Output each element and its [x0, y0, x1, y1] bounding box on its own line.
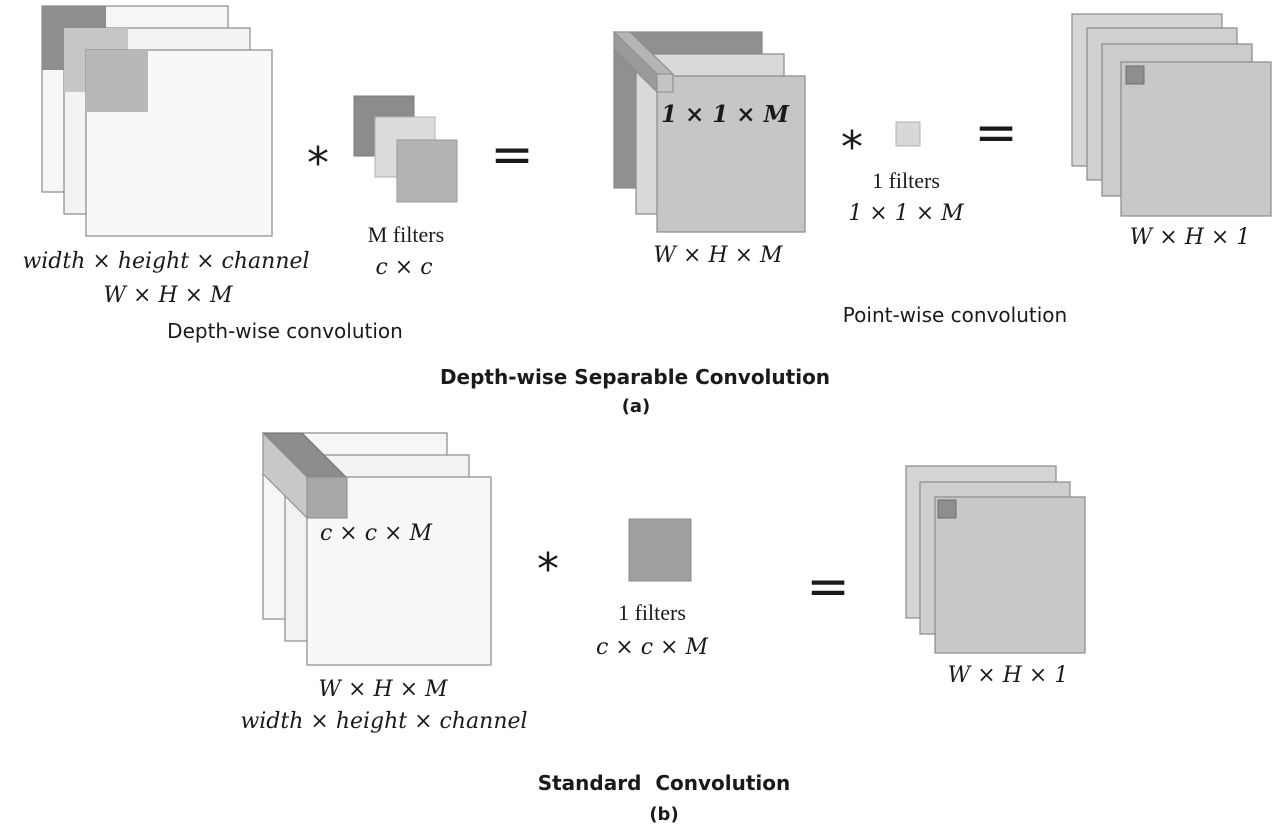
- standard-kernel-label: c × c × M: [320, 521, 432, 546]
- depthwise-input-dims-words: width × height × channel: [22, 249, 309, 274]
- convolve-operator-b: *: [537, 544, 559, 595]
- depthwise-input-dims-symbols: W × H × M: [103, 283, 233, 308]
- section-b-tag: (b): [649, 804, 678, 825]
- output-pixel-highlight: [1125, 65, 1145, 85]
- equals-operator-a1: =: [490, 125, 534, 185]
- standard-output-dims: W × H × 1: [948, 663, 1069, 688]
- pointwise-filter: [895, 121, 921, 147]
- intermediate-feature-stack: [612, 30, 806, 233]
- equals-operator-b: =: [806, 557, 850, 617]
- depthwise-filter-3: [396, 139, 458, 203]
- standard-output-pixel-highlight: [937, 499, 957, 519]
- standard-kernel-front: [306, 476, 348, 519]
- convolve-operator-a1: *: [307, 138, 329, 189]
- depthwise-input-stack: [41, 5, 273, 237]
- standard-input-stack: [261, 431, 492, 666]
- pointwise-caption: Point-wise convolution: [843, 303, 1067, 327]
- intermediate-dims: W × H × M: [653, 243, 783, 268]
- output-sheet-4: [1120, 61, 1272, 217]
- depthwise-filters-count: M filters: [368, 222, 444, 247]
- standard-output-sheet-3: [934, 496, 1086, 654]
- pointwise-output-dims: W × H × 1: [1130, 225, 1251, 250]
- convolve-operator-a2: *: [841, 122, 863, 173]
- depthwise-filters-size: c × c: [375, 255, 432, 280]
- standard-output-stack: [905, 465, 1086, 654]
- pointwise-filters-size: 1 × 1 × M: [848, 201, 964, 226]
- section-a-tag: (a): [622, 396, 651, 417]
- standard-filter: [628, 518, 692, 582]
- depthwise-kernel-front: [86, 50, 148, 112]
- pointwise-kernel-front: [656, 73, 674, 93]
- standard-filters-count: 1 filters: [618, 600, 686, 625]
- pointwise-filters-count: 1 filters: [872, 168, 940, 193]
- standard-input-dims-words: width × height × channel: [240, 709, 527, 734]
- section-b-title: Standard Convolution: [538, 771, 791, 795]
- standard-input-dims-symbols: W × H × M: [318, 677, 448, 702]
- section-a-title: Depth-wise Separable Convolution: [440, 365, 830, 389]
- equals-operator-a2: =: [974, 103, 1018, 163]
- intermediate-sheet-front: [656, 75, 806, 233]
- standard-filters-size: c × c × M: [596, 635, 708, 660]
- intermediate-kernel-label: 1 × 1 × M: [661, 101, 791, 128]
- depthwise-caption: Depth-wise convolution: [167, 319, 403, 343]
- depthwise-filters-stack: [353, 95, 458, 203]
- pointwise-output-stack: [1071, 13, 1272, 217]
